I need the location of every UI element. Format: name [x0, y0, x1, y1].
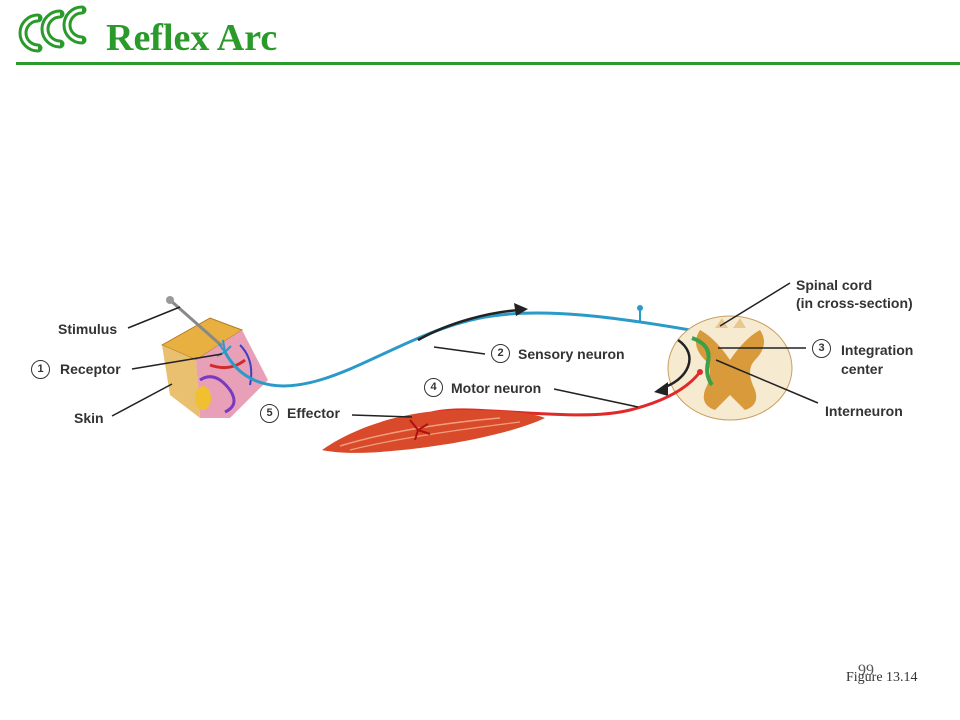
skin-block — [160, 317, 268, 418]
step-1-marker: 1 — [31, 360, 50, 379]
motor-neuron-label: Motor neuron — [451, 380, 542, 396]
leader-lines — [111, 282, 819, 418]
figure-caption: Figure 13.14 — [846, 670, 918, 685]
stimulus-label: Stimulus — [58, 321, 118, 337]
ecc-logo-icon — [18, 5, 87, 53]
page-number: 99 — [858, 662, 874, 679]
title-divider — [16, 62, 960, 65]
muscle-effector — [322, 410, 545, 453]
spinal-cord-label: Spinal cord — [796, 277, 873, 293]
step-5-marker: 5 — [260, 404, 279, 423]
receptor-label: Receptor — [60, 361, 121, 377]
sensory-neuron-label: Sensory neuron — [518, 346, 625, 362]
page-title: Reflex Arc — [106, 17, 278, 59]
dorsal-root-ganglion — [637, 305, 643, 311]
interneuron-label: Interneuron — [825, 403, 903, 419]
spinal-cord-sublabel: (in cross-section) — [796, 295, 913, 311]
step-4-marker: 4 — [424, 378, 443, 397]
integration-center-sublabel: center — [841, 361, 884, 377]
motor-direction-arrow — [661, 338, 691, 390]
step-3-marker: 3 — [812, 339, 831, 358]
step-2-marker: 2 — [491, 344, 510, 363]
effector-label: Effector — [287, 405, 340, 421]
interneuron-path — [691, 336, 714, 387]
integration-center-label: Integration — [841, 342, 914, 358]
sensory-direction-arrow — [417, 308, 521, 342]
skin-label: Skin — [74, 410, 104, 426]
sensory-neuron-path — [223, 311, 691, 388]
